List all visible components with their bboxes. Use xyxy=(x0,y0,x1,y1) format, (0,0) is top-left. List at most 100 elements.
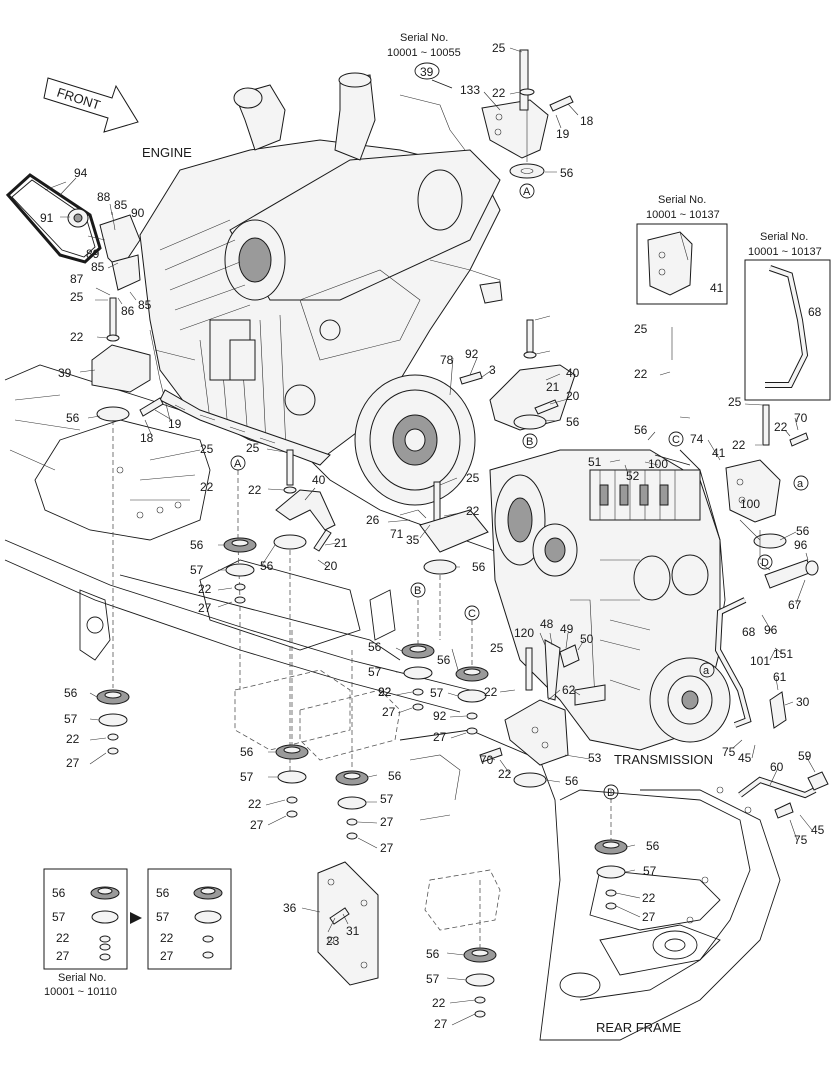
callout: 26 xyxy=(366,513,380,527)
svg-text:39: 39 xyxy=(420,65,434,79)
callout: 21 xyxy=(334,536,348,550)
callout: 22 xyxy=(56,931,70,945)
callout: 100 xyxy=(740,497,760,511)
callout: 75 xyxy=(722,745,736,759)
callout: 48 xyxy=(540,617,554,631)
fan-belt xyxy=(5,173,102,264)
callout: 57 xyxy=(64,712,78,726)
callout: 56 xyxy=(565,774,579,788)
callout: 101 xyxy=(750,654,770,668)
callout: 27 xyxy=(250,818,264,832)
callout: 87 xyxy=(70,272,84,286)
callout: 18 xyxy=(580,114,594,128)
callout: 57 xyxy=(156,910,170,924)
center-engine-mount xyxy=(237,449,336,775)
callout: 100 xyxy=(648,457,668,471)
callout: 52 xyxy=(626,469,640,483)
callout: 25 xyxy=(490,641,504,655)
callout: 96 xyxy=(764,623,778,637)
callout: 61 xyxy=(773,670,787,684)
top-serial-note: Serial No. 10001 ~ 10055 39 xyxy=(387,32,461,89)
callout: 56 xyxy=(64,686,78,700)
callout: 92 xyxy=(433,709,447,723)
svg-text:Serial No.: Serial No. xyxy=(400,32,448,44)
stack-g xyxy=(594,839,628,910)
callout: 51 xyxy=(588,455,602,469)
callout: 75 xyxy=(794,833,808,847)
callout: 21 xyxy=(546,380,560,394)
callout: 120 xyxy=(514,626,534,640)
callout: 25 xyxy=(634,322,648,336)
serial-hose-box: Serial No. 10001 ~ 10137 xyxy=(744,231,831,401)
callout: 57 xyxy=(190,563,204,577)
callout: 53 xyxy=(588,751,602,765)
callout: 27 xyxy=(380,815,394,829)
callout: 60 xyxy=(770,760,784,774)
callout: 56 xyxy=(156,886,170,900)
callout: 23 xyxy=(326,934,340,948)
svg-text:10001 ~ 10055: 10001 ~ 10055 xyxy=(387,47,461,59)
callout: 22 xyxy=(160,931,174,945)
bracket-133 xyxy=(481,49,574,179)
callout: 57 xyxy=(426,972,440,986)
callout: 30 xyxy=(796,695,810,709)
callout: 56 xyxy=(560,166,574,180)
callout: 40 xyxy=(566,366,580,380)
svg-text:D: D xyxy=(607,787,615,799)
callout: 68 xyxy=(808,305,822,319)
mount-stacks xyxy=(96,537,628,1018)
engine-assembly xyxy=(139,72,503,506)
callout: 78 xyxy=(440,353,454,367)
callout: 56 xyxy=(646,839,660,853)
callout: 88 xyxy=(97,190,111,204)
callout: 70 xyxy=(794,411,808,425)
callout: 56 xyxy=(190,538,204,552)
callout: 27 xyxy=(160,949,174,963)
callout: 56 xyxy=(240,745,254,759)
callout: 22 xyxy=(66,732,80,746)
svg-text:10001 ~ 10110: 10001 ~ 10110 xyxy=(44,986,117,998)
callout: 27 xyxy=(56,949,70,963)
callout: 85 xyxy=(91,260,105,274)
callout: 39 xyxy=(58,366,72,380)
stack-h xyxy=(463,947,497,1018)
callout: 27 xyxy=(642,910,656,924)
callout: 70 xyxy=(480,753,494,767)
stack-e xyxy=(401,643,435,711)
callout: 35 xyxy=(406,533,420,547)
callout: 57 xyxy=(240,770,254,784)
callout: 86 xyxy=(121,304,135,318)
svg-text:B: B xyxy=(414,585,421,597)
callout: 25 xyxy=(492,41,506,55)
callout: 45 xyxy=(738,751,752,765)
callout: 57 xyxy=(430,686,444,700)
callout: 57 xyxy=(368,665,382,679)
callout: 56 xyxy=(66,411,80,425)
inset-old: Serial No. 10001 ~ 10110 xyxy=(43,868,128,998)
callout: 25 xyxy=(200,442,214,456)
callout: 49 xyxy=(560,622,574,636)
callout: 67 xyxy=(788,598,802,612)
callout: 151 xyxy=(773,647,793,661)
engine-mount-b xyxy=(459,319,576,431)
svg-text:A: A xyxy=(234,458,242,470)
callout: 25 xyxy=(728,395,742,409)
callout: 50 xyxy=(580,632,594,646)
callout: 91 xyxy=(40,211,54,225)
callout: 25 xyxy=(466,471,480,485)
svg-text:10001 ~ 10137: 10001 ~ 10137 xyxy=(748,246,822,258)
callout: 71 xyxy=(390,527,404,541)
callout: 22 xyxy=(198,582,212,596)
callout: 25 xyxy=(70,290,84,304)
transmission-assembly xyxy=(489,449,731,751)
engine-heading: ENGINE xyxy=(142,145,192,160)
inset-new xyxy=(147,868,232,970)
svg-text:B: B xyxy=(526,436,533,448)
callout: 27 xyxy=(434,1017,448,1031)
leader-lines xyxy=(44,47,816,1026)
callout: 22 xyxy=(248,483,262,497)
inset-arrow xyxy=(130,912,142,924)
callout: 62 xyxy=(562,683,576,697)
callout: 56 xyxy=(796,524,810,538)
